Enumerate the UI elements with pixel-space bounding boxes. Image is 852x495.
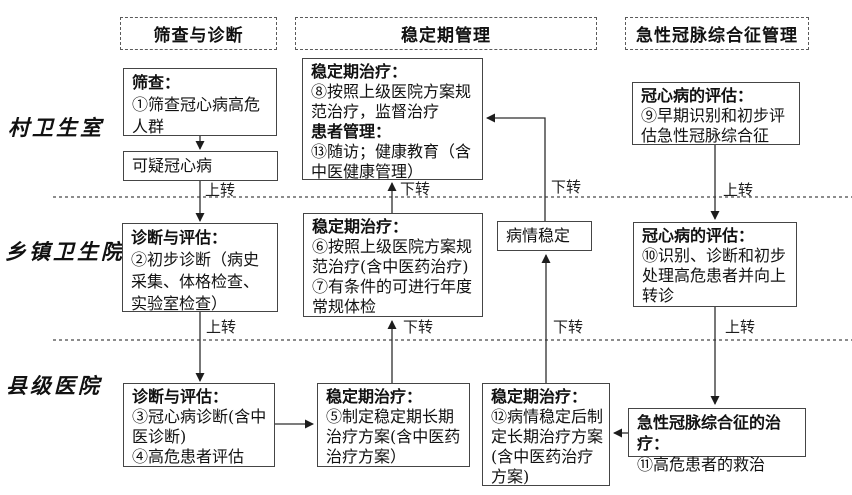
column-header-label: 筛查与诊断 [153, 26, 244, 46]
edge-label-up-referral: 上转 [205, 181, 236, 199]
box-title: 冠心病的评估： [641, 86, 754, 105]
edge-label-down-referral: 下转 [553, 318, 584, 336]
box-body: ③冠心病诊断(含中医诊断) [132, 407, 267, 446]
box-body: ⑫病情稳定后制定长期治疗方案(含中医药治疗方案) [491, 407, 604, 486]
box-title: 诊断与评估： [132, 387, 229, 406]
box-title: 冠心病的评估： [642, 226, 755, 245]
row-label-township-health-center: 乡镇卫生院 [5, 239, 125, 264]
box-village-chd-assessment: 冠心病的评估： ⑨早期识别和初步评估急性冠脉综合征 [632, 82, 800, 145]
edge-label-down-referral: 下转 [400, 180, 431, 198]
box-village-stable-treatment: 稳定期治疗： ⑧按照上级医院方案规范治疗，监督治疗 患者管理： ⑬随访；健康教育… [302, 58, 483, 181]
box-body: ⑥按照上级医院方案规范治疗(含中医药治疗) [312, 237, 473, 276]
box-township-stable-treatment: 稳定期治疗： ⑥按照上级医院方案规范治疗(含中医药治疗) ⑦有条件的可进行年度常… [303, 213, 483, 317]
box-body: ⑤制定稳定期长期治疗方案(含中医药治疗方案） [326, 407, 461, 466]
box-title: 稳定期治疗： [311, 62, 408, 81]
edge-label-down-referral: 下转 [403, 318, 434, 336]
box-title: 稳定期治疗： [312, 217, 409, 236]
box-body: ④高危患者评估 [132, 447, 245, 466]
box-body: ⑬随访；健康教育（含中医健康管理） [311, 142, 472, 181]
box-body: ⑩识别、诊断和初步处理高危患者并向上转诊 [642, 246, 787, 305]
column-header-label: 稳定期管理 [401, 26, 491, 46]
box-title: 诊断与评估： [131, 228, 228, 247]
edge-label-down-referral: 下转 [551, 178, 582, 196]
box-village-suspected-chd: 可疑冠心病 [123, 151, 278, 181]
box-title: 筛查： [132, 73, 181, 92]
box-title: 患者管理： [311, 122, 392, 141]
box-township-chd-assessment: 冠心病的评估： ⑩识别、诊断和初步处理高危患者并向上转诊 [633, 222, 797, 307]
box-body: ②初步诊断（病史采集、体格检查、实验室检查） [131, 250, 260, 313]
edge-label-up-referral: 上转 [723, 181, 754, 199]
box-county-acs-treatment: 急性冠脉综合征的治疗： ⑪高危患者的救治 [628, 408, 806, 474]
box-body: ①筛查冠心病高危人群 [132, 95, 261, 136]
box-body: ⑦有条件的可进行年度常规体检 [312, 277, 473, 316]
box-title: 急性冠脉综合征的治疗： [637, 413, 782, 453]
edge-label-up-referral: 上转 [206, 318, 237, 336]
column-header-screening-diagnosis: 筛查与诊断 [120, 17, 277, 50]
box-county-stable-plan: 稳定期治疗： ⑤制定稳定期长期治疗方案(含中医药治疗方案） [317, 383, 470, 467]
box-body: ⑧按照上级医院方案规范治疗，监督治疗 [311, 82, 472, 121]
box-township-condition-stable: 病情稳定 [497, 221, 592, 251]
box-title: 稳定期治疗： [326, 387, 423, 406]
column-header-stable-period-management: 稳定期管理 [295, 17, 597, 50]
box-body: ⑨早期识别和初步评估急性冠脉综合征 [641, 106, 786, 145]
row-label-village-clinic: 村卫生室 [8, 115, 104, 140]
box-body: 可疑冠心病 [132, 156, 213, 175]
box-county-stable-plan-after-acs: 稳定期治疗： ⑫病情稳定后制定长期治疗方案(含中医药治疗方案) [482, 383, 610, 486]
box-body: ⑪高危患者的救治 [637, 455, 766, 474]
box-township-diagnosis: 诊断与评估： ②初步诊断（病史采集、体格检查、实验室检查） [122, 223, 278, 313]
column-header-acs-management: 急性冠脉综合征管理 [625, 17, 809, 50]
box-title: 稳定期治疗： [491, 387, 588, 406]
box-county-diagnosis: 诊断与评估： ③冠心病诊断(含中医诊断) ④高危患者评估 [123, 383, 275, 467]
column-header-label: 急性冠脉综合征管理 [636, 26, 798, 46]
box-village-screening: 筛查： ①筛查冠心病高危人群 [123, 68, 277, 136]
row-label-county-hospital: 县级医院 [6, 373, 102, 398]
box-body: 病情稳定 [506, 226, 571, 245]
edge-label-up-referral: 上转 [725, 318, 756, 336]
